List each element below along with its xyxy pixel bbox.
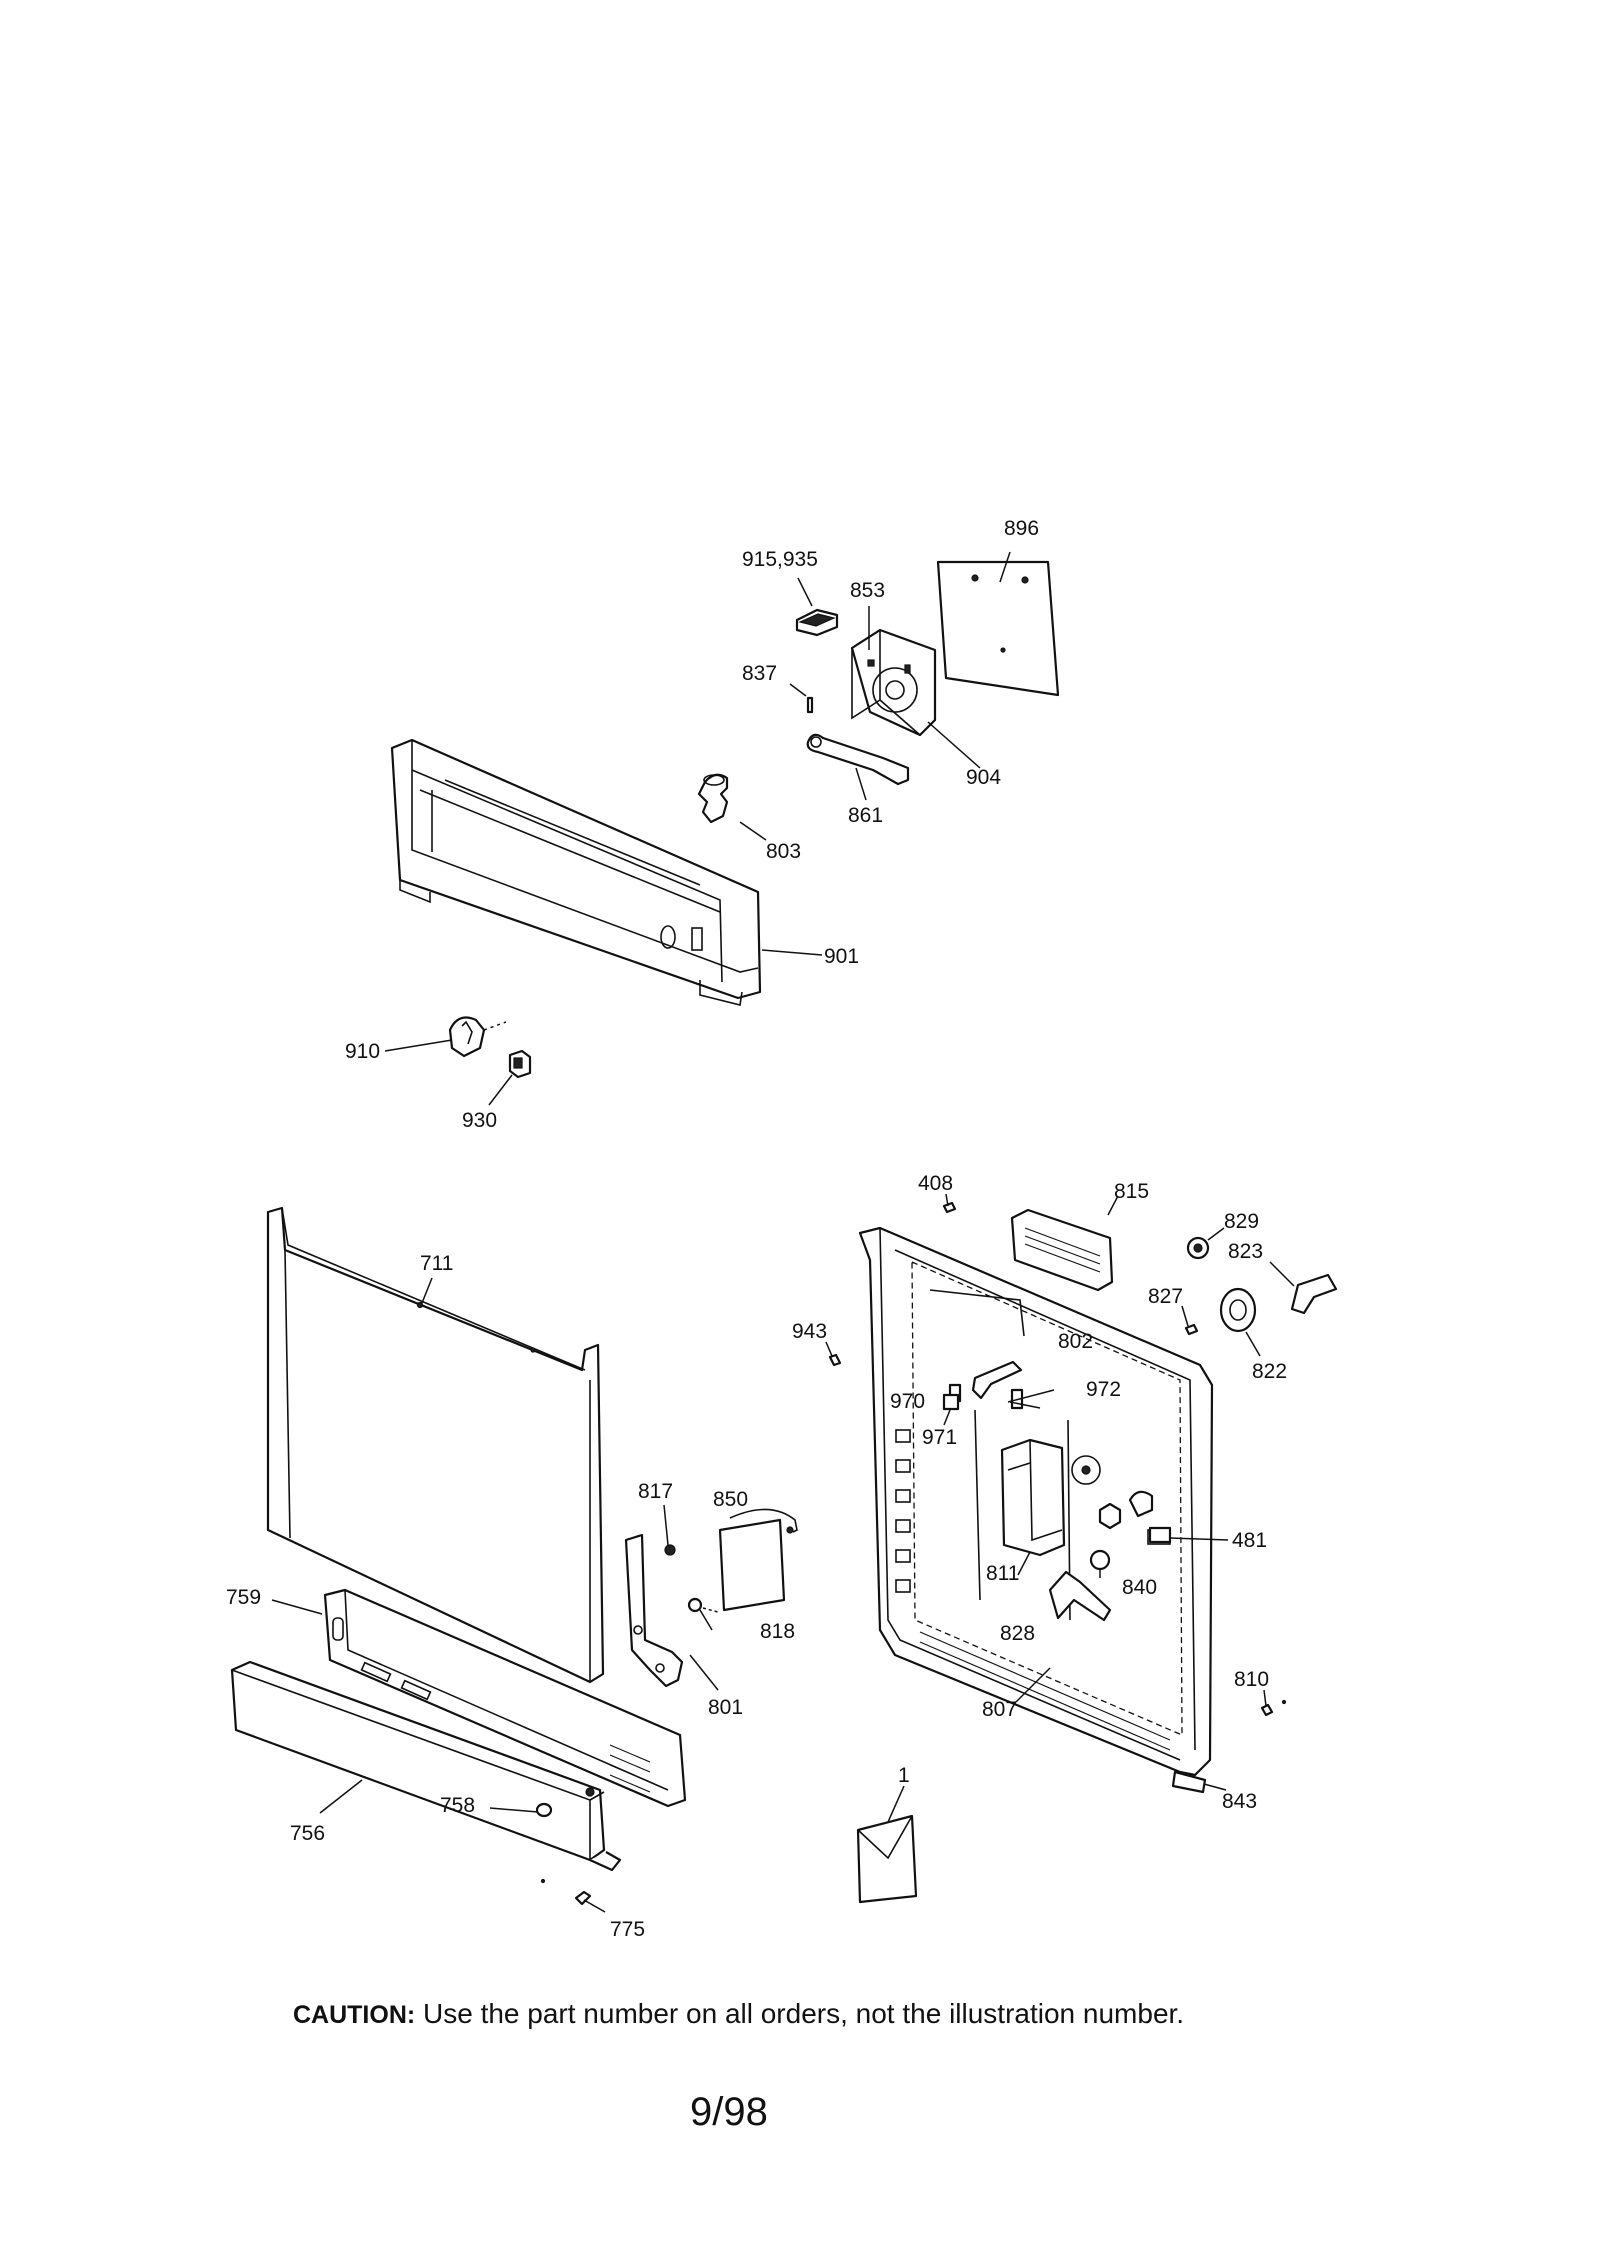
- part-840-rinse-cap: [1089, 1549, 1111, 1571]
- callout-759: 759: [226, 1586, 261, 1609]
- callout-labels: 896 915,935 853 837 904 861 803 901 910 …: [226, 517, 1287, 1941]
- part-775-screw: [540, 1878, 592, 1906]
- callout-1: 1: [898, 1764, 910, 1787]
- part-837-pin: [806, 696, 814, 714]
- callout-801: 801: [708, 1696, 743, 1719]
- part-915-button: [795, 608, 839, 637]
- page-number: 9/98: [690, 2090, 768, 2134]
- part-408-screw: [942, 1201, 957, 1214]
- callout-930: 930: [462, 1109, 497, 1132]
- callout-972: 972: [1086, 1378, 1121, 1401]
- callout-829: 829: [1224, 1210, 1259, 1233]
- callout-817: 817: [638, 1480, 673, 1503]
- callout-853: 853: [850, 579, 885, 602]
- callout-828: 828: [1000, 1622, 1035, 1645]
- callout-943: 943: [792, 1320, 827, 1343]
- part-930-switch: [508, 1049, 532, 1079]
- part-759-bracket-bar: [323, 1588, 687, 1808]
- part-910-knob: [448, 1016, 507, 1058]
- part-853-timer-housing: [850, 628, 937, 737]
- callout-818: 818: [760, 1620, 795, 1643]
- part-829-knob: [1186, 1236, 1210, 1260]
- part-822-wheel: [1219, 1287, 1257, 1333]
- part-971-clip: [942, 1393, 960, 1411]
- callout-827: 827: [1148, 1285, 1183, 1308]
- callout-408: 408: [918, 1172, 953, 1195]
- part-818-clip: [687, 1597, 719, 1613]
- caution-text: Use the part number on all orders, not t…: [423, 1998, 1185, 2029]
- callout-815: 815: [1114, 1180, 1149, 1203]
- part-896-cover-plate: [936, 560, 1060, 697]
- callout-823: 823: [1228, 1240, 1263, 1263]
- callout-843: 843: [1222, 1790, 1257, 1813]
- part-711-outer-door: [266, 1206, 605, 1684]
- part-901-control-panel: [390, 738, 762, 1006]
- part-481-indicator: [1148, 1526, 1172, 1544]
- part-758-screw: [535, 1787, 595, 1818]
- callout-807: 807: [982, 1698, 1017, 1721]
- callout-802: 802: [1058, 1330, 1093, 1353]
- callout-481: 481: [1232, 1529, 1267, 1552]
- callout-822: 822: [1252, 1360, 1287, 1383]
- callout-811: 811: [986, 1562, 1019, 1585]
- callout-810: 810: [1234, 1668, 1269, 1691]
- exploded-parts-diagram: 896 915,935 853 837 904 861 803 901 910 …: [226, 517, 1338, 1941]
- part-828-arm: [1048, 1570, 1112, 1622]
- caution-note: CAUTION: Use the part number on all orde…: [293, 1998, 1184, 2030]
- part-815-vent: [1010, 1208, 1114, 1292]
- callout-904: 904: [966, 766, 1001, 789]
- part-807-left-rib-column: [895, 1429, 911, 1593]
- caution-label: CAUTION:: [293, 2001, 416, 2029]
- leader-lines: [271, 551, 1295, 1913]
- part-943-screw: [828, 1353, 842, 1367]
- part-759-vent-grille: [609, 1744, 651, 1793]
- callout-711: 711: [420, 1252, 453, 1275]
- part-803-switch: [697, 773, 729, 824]
- part-861-lever: [806, 733, 910, 786]
- callout-758: 758: [440, 1794, 475, 1817]
- part-815-vent-slots: [1024, 1227, 1101, 1273]
- callout-803: 803: [766, 840, 801, 863]
- callout-910: 910: [345, 1040, 380, 1063]
- part-802-latch: [971, 1360, 1023, 1400]
- callout-861: 861: [848, 804, 883, 827]
- callout-837: 837: [742, 662, 777, 685]
- callout-915-935: 915,935: [742, 548, 818, 571]
- callout-775: 775: [610, 1918, 645, 1941]
- callout-896: 896: [1004, 517, 1039, 540]
- callout-840: 840: [1122, 1576, 1157, 1599]
- part-807-bottom-hatch: [919, 1631, 1171, 1751]
- callout-970: 970: [890, 1390, 925, 1413]
- callout-901: 901: [824, 945, 859, 968]
- callout-850: 850: [713, 1488, 748, 1511]
- part-811-dispenser: [1000, 1438, 1154, 1557]
- part-850-plate: [718, 1508, 798, 1612]
- part-1-literature-packet: [856, 1814, 918, 1904]
- part-843-hinge: [1171, 1770, 1207, 1794]
- part-827-screw: [1184, 1323, 1199, 1336]
- callout-971: 971: [922, 1426, 957, 1449]
- part-817-bracket: [624, 1533, 684, 1688]
- part-823-dispenser-arm: [1290, 1273, 1338, 1315]
- callout-756: 756: [290, 1822, 325, 1845]
